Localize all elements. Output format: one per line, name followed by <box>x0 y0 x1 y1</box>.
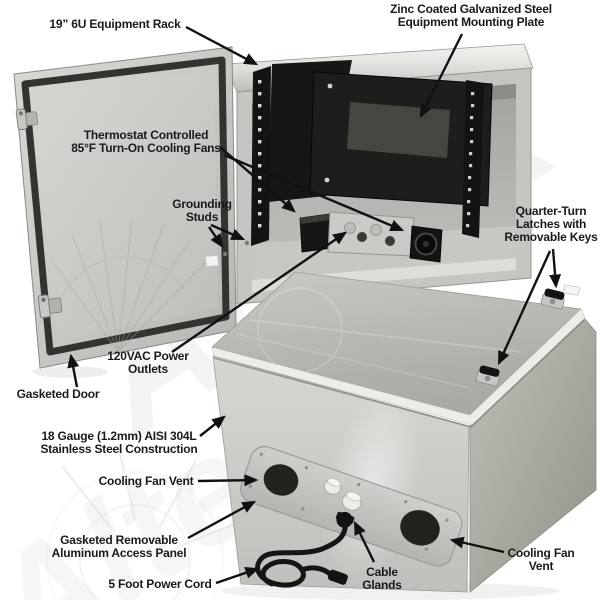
rack-rail-left <box>251 66 271 246</box>
door-face-edge <box>211 308 586 426</box>
door-edge-shadow-front <box>213 357 472 428</box>
callout-grounding-studs: Grounding Studs <box>157 198 247 224</box>
rack-rail-right-holes <box>466 92 475 228</box>
rack-rail-right <box>462 80 484 238</box>
arrow-mounting-plate <box>419 33 464 119</box>
callout-equipment-rack-text: 19” 6U Equipment Rack <box>49 17 181 31</box>
fan-vent-left-hole <box>263 464 299 496</box>
callout-construction: 18 Gauge (1.2mm) AISI 304L Stainless Ste… <box>34 430 204 456</box>
callout-fan-vent-right-text-2: Vent <box>528 559 554 573</box>
callout-mounting-plate: Zinc Coated Galvanized Steel Equipment M… <box>381 3 561 29</box>
quarter-turn-latch-top <box>540 288 565 310</box>
callout-equipment-rack: 19” 6U Equipment Rack <box>35 18 195 31</box>
closed-enclosure-illustration <box>211 271 597 600</box>
power-cord-end <box>299 565 333 577</box>
power-cord <box>255 519 348 588</box>
mounting-plate-window <box>347 102 450 158</box>
cable-gland-white-1 <box>323 478 342 495</box>
callout-fan-vent-right: Cooling Fan Vent <box>496 547 586 573</box>
callout-access-panel-text-2: Aluminum Access Panel <box>51 546 187 560</box>
door-gasket <box>21 56 230 356</box>
arrow-construction <box>199 415 226 437</box>
callout-cable-glands-text-2: Glands <box>362 578 402 592</box>
callout-access-panel: Gasketed Removable Aluminum Access Panel <box>44 534 194 560</box>
callout-quarter-turn-latches-text-1: Quarter-Turn <box>515 204 587 218</box>
arrow-access-panel <box>187 500 257 540</box>
grounding-stud-body <box>244 240 250 246</box>
callout-quarter-turn-latches-text-2: Latches with <box>515 217 587 231</box>
callout-fan-vent-left-text: Cooling Fan Vent <box>98 474 194 488</box>
callout-grounding-studs-text-2: Studs <box>185 210 219 224</box>
box-label-sticker <box>562 284 581 296</box>
callout-cable-glands-text-1: Cable <box>366 565 398 579</box>
callout-cooling-fans-text-2: 85°F Turn-On Cooling Fans <box>71 141 221 155</box>
callout-power-outlets: 120VAC Power Outlets <box>93 350 203 376</box>
callout-gasketed-door-text: Gasketed Door <box>16 387 100 401</box>
arrow-equipment-rack <box>185 25 259 66</box>
callout-power-cord: 5 Foot Power Cord <box>95 578 225 591</box>
outlet-knockout-2 <box>370 224 382 236</box>
outlet-box <box>327 211 415 257</box>
callout-quarter-turn-latches: Quarter-Turn Latches with Removable Keys <box>501 205 600 244</box>
arrow-grounding-stud-b <box>210 223 246 241</box>
arrow-latch-top <box>549 248 562 289</box>
arrow-gasketed-door <box>67 353 80 388</box>
callout-construction-text-2: Stainless Steel Construction <box>40 442 198 456</box>
door-watermark-rays <box>49 217 207 353</box>
door-inner-face <box>33 71 218 341</box>
callout-power-cord-text: 5 Foot Power Cord <box>108 577 212 591</box>
arrow-fan-vent-right <box>449 536 505 554</box>
arrow-latch-bottom <box>497 250 552 366</box>
callout-mounting-plate-text-2: Equipment Mounting Plate <box>397 15 545 29</box>
door-shadow <box>32 366 108 378</box>
door-hinge-bottom <box>37 294 63 319</box>
quarter-turn-latch-bottom <box>475 365 500 387</box>
callout-fan-vent-left: Cooling Fan Vent <box>86 475 206 488</box>
arrow-power-cord <box>215 567 260 585</box>
callout-cooling-fans: Thermostat Controlled 85°F Turn-On Cooli… <box>61 129 231 155</box>
cooling-fan-left-top <box>300 214 331 224</box>
callout-arrows <box>67 25 562 585</box>
callout-access-panel-text-1: Gasketed Removable <box>60 533 178 547</box>
arrow-power-outlets <box>171 231 347 353</box>
rack-rail-left-holes <box>258 80 262 228</box>
callout-power-outlets-text-1: 120VAC Power <box>107 349 189 363</box>
outlet-hole-2 <box>385 236 395 246</box>
door-label-sticker <box>205 255 219 267</box>
callout-cooling-fans-text-1: Thermostat Controlled <box>83 128 209 142</box>
arrow-cable-glands <box>353 520 376 563</box>
door-hinge-top <box>15 108 39 131</box>
door-edge-shadow-right <box>470 319 585 428</box>
arrow-cooling-fan-b <box>223 153 405 232</box>
open-door-illustration <box>13 46 237 378</box>
outlet-hole-1 <box>357 232 367 242</box>
callout-grounding-studs-text-1: Grounding <box>172 197 232 211</box>
grounding-stud-door <box>222 251 228 257</box>
cable-gland-white-2 <box>341 491 362 511</box>
callout-power-outlets-text-2: Outlets <box>128 362 168 376</box>
power-cord-plug <box>327 569 348 585</box>
callout-quarter-turn-latches-text-3: Removable Keys <box>504 230 598 244</box>
fan-vent-right-hole <box>400 510 440 546</box>
arrow-grounding-stud-a <box>208 226 224 248</box>
callout-mounting-plate-text-1: Zinc Coated Galvanized Steel <box>390 2 552 16</box>
arrow-fan-vent-left <box>197 474 259 487</box>
fan-right-hub <box>423 241 429 247</box>
outlet-knockout-1 <box>344 222 356 234</box>
callout-fan-vent-right-text-1: Cooling Fan <box>507 546 575 560</box>
callout-construction-text-1: 18 Gauge (1.2mm) AISI 304L <box>41 429 197 443</box>
callout-gasketed-door: Gasketed Door <box>3 388 113 401</box>
callout-cable-glands: Cable Glands <box>352 566 412 592</box>
